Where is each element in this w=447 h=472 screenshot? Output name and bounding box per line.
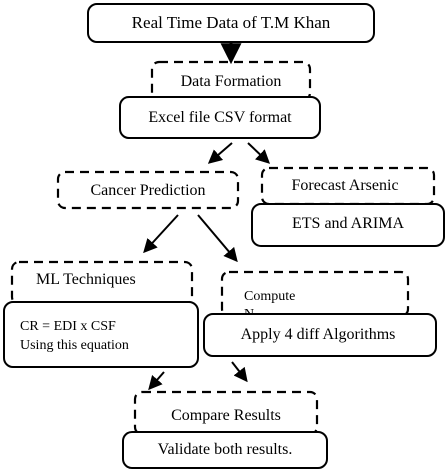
compute-label-line1: Compute xyxy=(244,289,296,304)
arrow-algorithms-to-compare xyxy=(231,361,248,383)
apply-algorithms-label: Apply 4 diff Algorithms xyxy=(240,326,396,343)
forecast-arsenic-label: Forecast Arsenic xyxy=(291,177,399,194)
ml-techniques-label: ML Techniques xyxy=(36,271,136,288)
forecast-arsenic-box xyxy=(260,166,436,206)
ets-arima-label: ETS and ARIMA xyxy=(292,215,404,232)
excel-csv-box xyxy=(119,96,321,139)
arrow-csv-to-cancer xyxy=(207,142,233,164)
compare-results-label: Compare Results xyxy=(171,407,281,424)
apply-algorithms-box xyxy=(203,313,437,357)
ml-techniques-box xyxy=(10,260,194,306)
arrow-csv-to-forecast xyxy=(247,142,271,164)
cr-equation-box xyxy=(3,301,199,368)
arrow-cr-to-compare xyxy=(148,371,165,391)
cancer-prediction-box xyxy=(56,170,240,210)
source-data-label: Real Time Data of T.M Khan xyxy=(131,13,331,32)
cr-equation-line2: Using this equation xyxy=(20,338,129,353)
compute-label-line2: N xyxy=(244,306,254,314)
validate-label: Validate both results. xyxy=(157,441,293,458)
cr-equation-line1: CR = EDI x CSF xyxy=(20,319,116,334)
cancer-prediction-label: Cancer Prediction xyxy=(90,182,206,199)
excel-csv-label: Excel file CSV format xyxy=(148,109,292,126)
data-formation-label: Data Formation xyxy=(180,73,282,90)
arrow-cancer-to-ml xyxy=(143,214,179,254)
arrow-cancer-to-compute xyxy=(197,214,238,263)
compute-box xyxy=(220,270,410,318)
ets-arima-box xyxy=(251,203,445,247)
validate-box xyxy=(122,431,328,469)
